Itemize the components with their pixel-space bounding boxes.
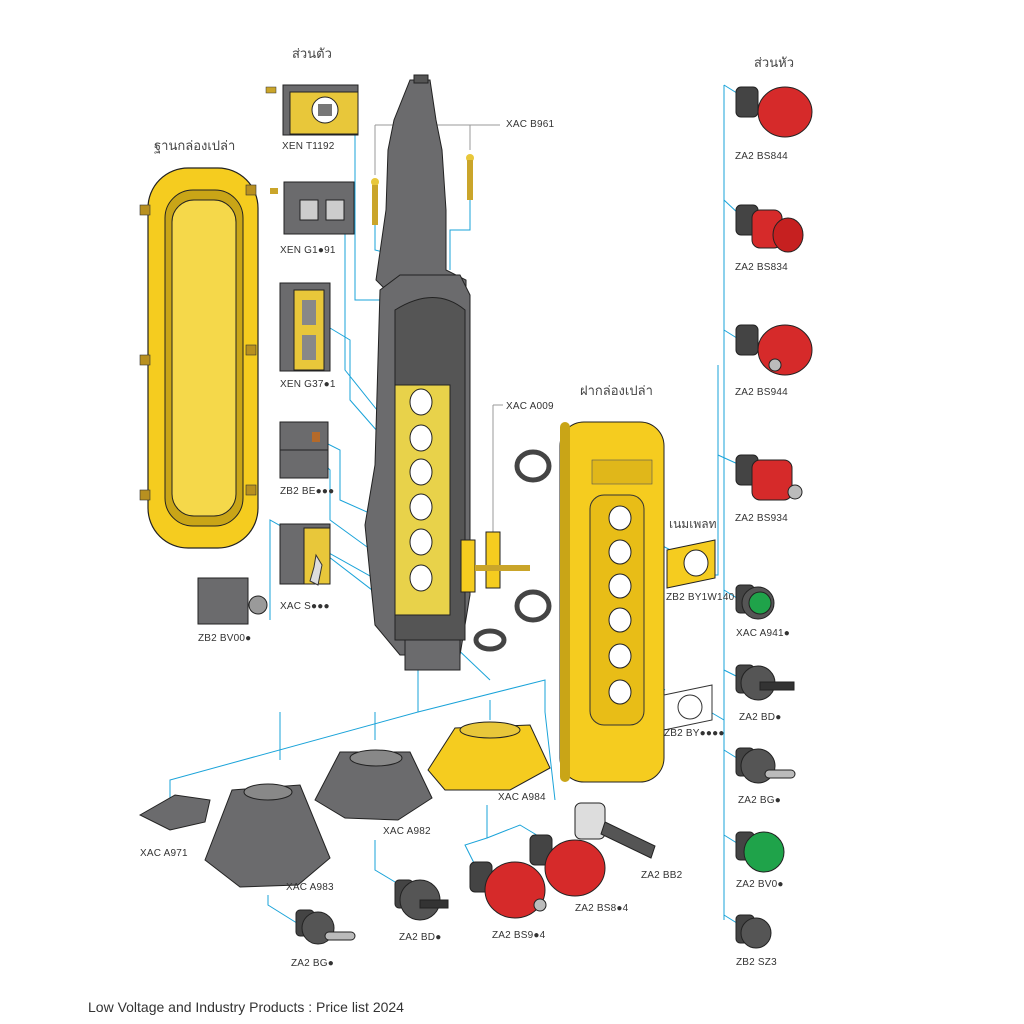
label-zb2-bv00: ZB2 BV00● xyxy=(198,633,252,644)
label-xac-a971: XAC A971 xyxy=(140,848,188,859)
central-enclosure xyxy=(364,74,474,671)
label-xen-t1192: XEN T1192 xyxy=(282,141,335,152)
head-operators xyxy=(735,86,813,949)
header-empty-cover: ฝากล่องเปล่า xyxy=(580,384,653,399)
empty-cover xyxy=(559,421,665,783)
label-zb2-by: ZB2 BY●●●● xyxy=(664,728,725,739)
header-head-parts: ส่วนหัว xyxy=(754,56,794,71)
label-za2-bs8-4: ZA2 BS8●4 xyxy=(575,903,629,914)
zb2-be-module xyxy=(279,421,329,479)
label-za2-bg-bottom: ZA2 BG● xyxy=(291,958,335,969)
label-xac-a984: XAC A984 xyxy=(498,792,546,803)
label-za2-bv0: ZA2 BV0● xyxy=(736,879,784,890)
label-za2-bb2: ZA2 BB2 xyxy=(641,870,683,881)
label-xac-a941: XAC A941● xyxy=(736,628,790,639)
xac-a009-strips xyxy=(460,531,530,593)
label-za2-bs944: ZA2 BS944 xyxy=(735,387,788,398)
label-za2-bs934: ZA2 BS934 xyxy=(735,513,788,524)
label-zb2-be: ZB2 BE●●● xyxy=(280,486,335,497)
label-za2-bd-right: ZA2 BD● xyxy=(739,712,782,723)
label-xac-s: XAC S●●● xyxy=(280,601,330,612)
label-za2-bd-bottom: ZA2 BD● xyxy=(399,932,442,943)
zb2-bv00-module xyxy=(197,577,268,625)
label-xac-b961: XAC B961 xyxy=(506,119,555,130)
label-xen-g37-1: XEN G37●1 xyxy=(280,379,336,390)
label-zb2-by1w140: ZB2 BY1W140 xyxy=(666,592,735,603)
label-xen-g1-91: XEN G1●91 xyxy=(280,245,336,256)
label-zb2-sz3: ZB2 SZ3 xyxy=(736,957,777,968)
bottom-bases xyxy=(138,721,551,888)
header-body-parts: ส่วนตัว xyxy=(292,47,332,62)
xen-g37-1-module xyxy=(279,282,331,372)
label-za2-bg-right: ZA2 BG● xyxy=(738,795,782,806)
empty-base xyxy=(139,167,259,549)
footer-text: Low Voltage and Industry Products : Pric… xyxy=(88,999,404,1015)
nameplates xyxy=(663,539,716,731)
label-za2-bs9-4: ZA2 BS9●4 xyxy=(492,930,546,941)
label-xac-a982: XAC A982 xyxy=(383,826,431,837)
label-za2-bs834: ZA2 BS834 xyxy=(735,262,788,273)
bottom-operators xyxy=(295,802,656,945)
locking-rings xyxy=(473,449,552,652)
header-nameplate: เนมเพลท xyxy=(669,517,717,531)
label-xac-a983: XAC A983 xyxy=(286,882,334,893)
label-za2-bs844: ZA2 BS844 xyxy=(735,151,788,162)
header-empty-base: ฐานกล่องเปล่า xyxy=(154,139,236,154)
label-xac-a009: XAC A009 xyxy=(506,401,554,412)
xen-g1-91-module xyxy=(270,181,355,235)
xac-s-module xyxy=(279,523,331,586)
xen-t1192-module xyxy=(265,84,359,136)
